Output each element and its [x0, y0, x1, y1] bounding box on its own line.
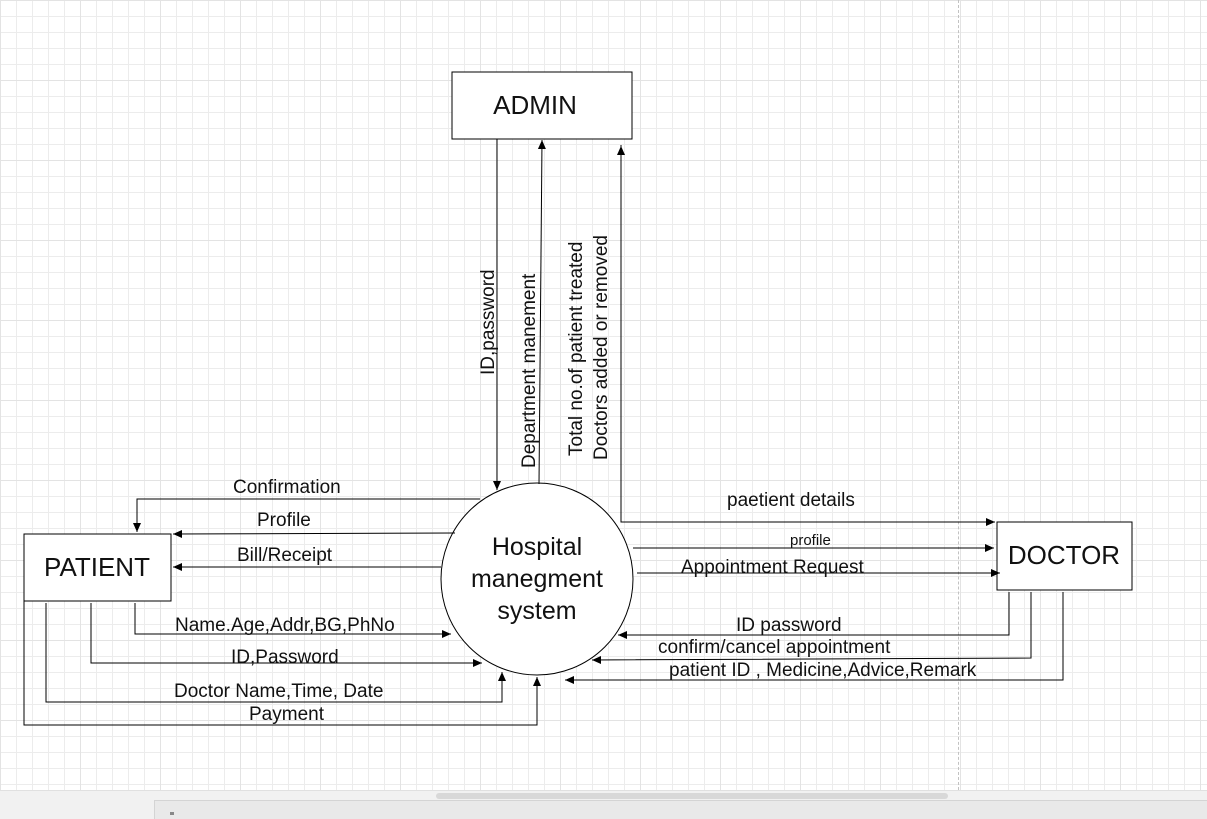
- process-label-line2: manegment: [471, 565, 603, 593]
- data-flow-diagram: ADMIN PATIENT DOCTOR Hospital manegment …: [23, 71, 1133, 726]
- flow-admin-id-password[interactable]: ID,password: [478, 139, 501, 490]
- page-break-line: [958, 0, 959, 790]
- admin-entity[interactable]: ADMIN: [451, 71, 633, 140]
- hospital-process[interactable]: Hospital manegment system: [440, 482, 634, 676]
- flow-id-password-patient[interactable]: ID,Password: [90, 603, 482, 668]
- patient-entity[interactable]: PATIENT: [23, 533, 172, 602]
- page-tab-handle-icon[interactable]: [170, 812, 174, 815]
- flow-label-id-password-admin: ID,password: [478, 269, 499, 375]
- flow-payment[interactable]: Payment: [23, 601, 541, 726]
- flow-label-appointment-request: Appointment Request: [681, 557, 864, 578]
- flow-doctor-name-time[interactable]: Doctor Name,Time, Date: [45, 603, 506, 703]
- flow-label-name-age: Name.Age,Addr,BG,PhNo: [175, 615, 395, 636]
- process-label-line1: Hospital: [492, 533, 582, 561]
- flow-label-id-password-patient: ID,Password: [231, 647, 339, 668]
- flow-label-id-password-doctor: ID password: [736, 615, 842, 636]
- flow-patient-medicine[interactable]: patient ID , Medicine,Advice,Remark: [565, 592, 1064, 684]
- flow-confirmation[interactable]: Confirmation: [133, 477, 480, 532]
- flow-label-payment: Payment: [249, 704, 325, 725]
- doctor-label: DOCTOR: [1008, 540, 1120, 570]
- flow-patient-details[interactable]: paetient details: [617, 145, 995, 526]
- flow-label-department: Department manement: [519, 273, 540, 468]
- flow-label-profile-patient: Profile: [257, 510, 311, 531]
- horizontal-scrollbar[interactable]: [436, 793, 948, 799]
- flow-label-confirmation: Confirmation: [233, 477, 341, 498]
- flow-appointment-request[interactable]: Appointment Request: [637, 557, 1000, 578]
- flow-label-bill-receipt: Bill/Receipt: [237, 545, 333, 566]
- flow-profile-patient[interactable]: Profile: [172, 510, 456, 538]
- flow-label-profile-doctor: profile: [790, 532, 831, 549]
- flow-id-password-doctor[interactable]: ID password: [618, 592, 1010, 639]
- flow-label-confirm-cancel: confirm/cancel appointment: [658, 637, 891, 658]
- flow-label-doctor-name-time: Doctor Name,Time, Date: [174, 681, 383, 702]
- process-label-line3: system: [497, 597, 576, 625]
- flow-label-patient-medicine: patient ID , Medicine,Advice,Remark: [669, 660, 977, 681]
- flow-profile-doctor[interactable]: profile: [633, 532, 994, 552]
- flow-label-doctors-added: Doctors added or removed: [591, 235, 612, 460]
- doctor-entity[interactable]: DOCTOR: [996, 521, 1133, 591]
- patient-label: PATIENT: [44, 552, 150, 582]
- flow-confirm-cancel[interactable]: confirm/cancel appointment: [591, 592, 1032, 664]
- flow-label-total-treated: Total no.of patient treated: [566, 242, 587, 456]
- flow-bill-receipt[interactable]: Bill/Receipt: [173, 545, 441, 571]
- flow-label-patient-details: paetient details: [727, 490, 855, 511]
- flow-name-age[interactable]: Name.Age,Addr,BG,PhNo: [134, 603, 451, 638]
- page-tabs-area[interactable]: [154, 800, 1207, 819]
- admin-label: ADMIN: [493, 90, 577, 120]
- flow-department-management[interactable]: Department manement: [519, 139, 546, 485]
